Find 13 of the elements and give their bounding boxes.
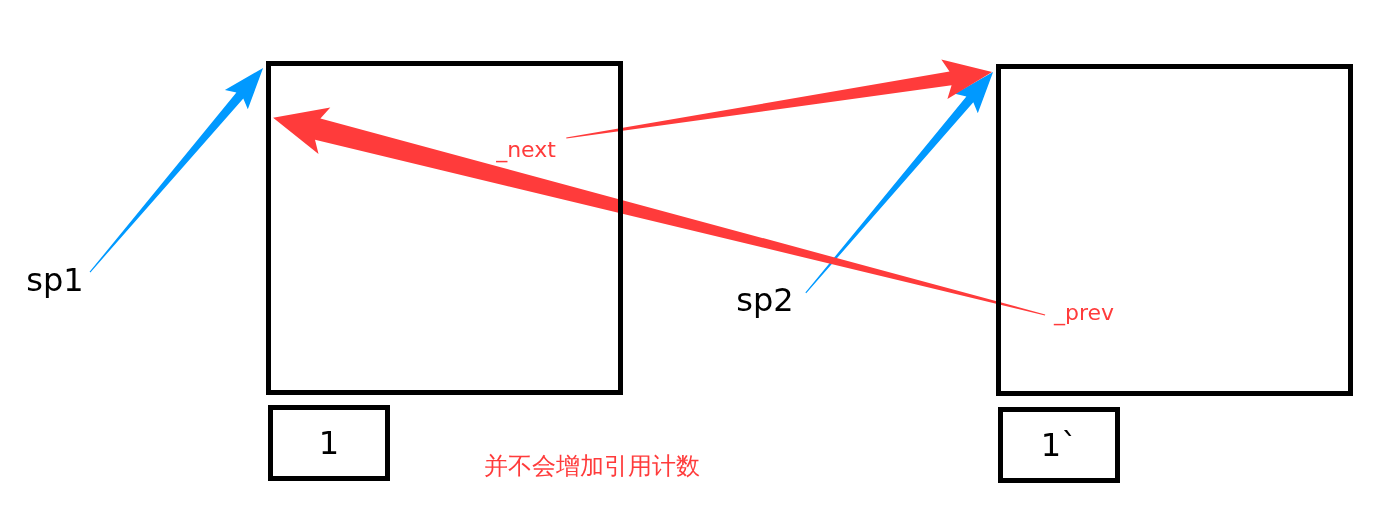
arrow [566,59,993,139]
pointer-label: sp2 [731,278,799,322]
note: 并不会增加引用计数 [484,451,700,482]
box [996,64,1353,396]
pointer-label: _prev [1048,296,1120,328]
arrow [273,107,1046,316]
pointer-label: _next [490,133,562,165]
value-box: 1` [998,407,1120,483]
arrow [805,72,994,294]
pointer-label: sp1 [22,258,88,302]
arrow [89,68,264,273]
box [266,61,623,395]
value-box: 1 [268,405,390,481]
